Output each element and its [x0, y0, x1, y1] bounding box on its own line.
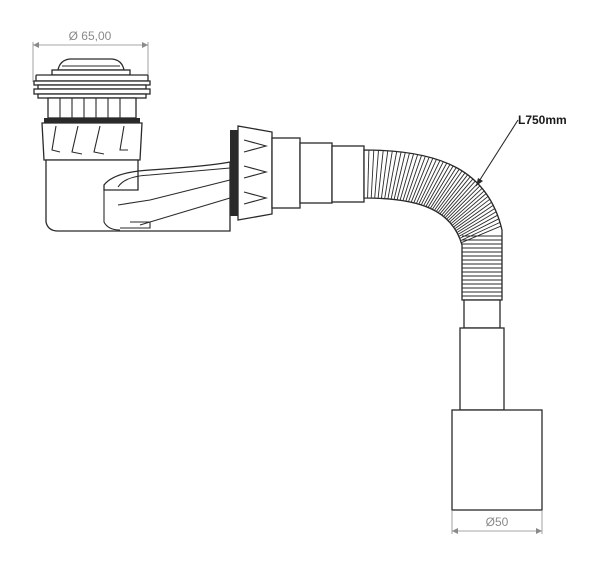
- connector-nut-ribs: [243, 139, 269, 205]
- hose-rib: [450, 193, 487, 225]
- hose-rib: [396, 152, 410, 200]
- connector-thread: [230, 130, 238, 216]
- hose-rib: [413, 157, 434, 203]
- hose-rib: [367, 149, 370, 199]
- hose-rib: [415, 159, 437, 204]
- hose-rib: [423, 162, 448, 206]
- spigot-1: [271, 137, 301, 209]
- hose-rib: [454, 201, 492, 230]
- hose-rib: [455, 204, 494, 231]
- elbow-upper-contour: [117, 167, 231, 188]
- hose-rib: [444, 183, 479, 219]
- bottom-dimension-arrow-right: [536, 528, 542, 534]
- hose-rib: [387, 151, 398, 199]
- hose-rib: [427, 165, 454, 208]
- hose-rib: [390, 151, 402, 200]
- elbow-inner-edge: [103, 190, 121, 231]
- elbow-foot: [120, 221, 151, 229]
- hose-rib: [452, 195, 489, 226]
- hose-ribs: [367, 149, 502, 297]
- hose-rib: [420, 161, 444, 206]
- flexible-hose: [363, 149, 503, 301]
- hose-rib: [408, 155, 426, 202]
- hose-outline: [363, 149, 503, 301]
- thread-lines: [59, 98, 121, 118]
- hose-rib: [399, 153, 415, 201]
- hose-rib: [460, 221, 501, 242]
- elbow-lower-contour: [139, 197, 231, 226]
- hose-rib: [458, 214, 498, 237]
- hose-rib: [439, 176, 471, 215]
- top-dimension-arrow-right: [142, 42, 148, 48]
- outlet-pipe: [451, 299, 543, 511]
- thread-body: [47, 97, 137, 119]
- length-callout: L750mm: [475, 113, 567, 187]
- pop-up-plug: [57, 58, 125, 71]
- hose-rib: [446, 185, 481, 220]
- flange-ring-3: [33, 88, 151, 95]
- hose-rib: [435, 172, 466, 212]
- waste-body: [45, 159, 231, 232]
- outlet-socket: [451, 409, 543, 511]
- hose-rib: [434, 170, 463, 211]
- hose-rib: [456, 208, 496, 233]
- hose-rib: [443, 180, 476, 217]
- hose-rib: [380, 150, 389, 199]
- hose-rib: [377, 150, 384, 199]
- plug-rim: [51, 69, 131, 76]
- nut-ribs: [51, 125, 128, 155]
- hose-rib: [431, 168, 460, 210]
- outlet-tube: [459, 327, 505, 411]
- top-dimension-arrow-left: [33, 42, 39, 48]
- hose-rib: [429, 167, 457, 209]
- hose-rib: [405, 155, 423, 202]
- flange-top: [35, 74, 149, 82]
- bottom-dimension-label: Ø50: [486, 515, 509, 529]
- hose-rib: [410, 156, 430, 203]
- hose-rib: [449, 190, 485, 223]
- hose-rib: [374, 150, 379, 199]
- callout-leader: [475, 119, 519, 187]
- top-dimension-label: Ø 65,00: [69, 29, 112, 43]
- hose-rib: [418, 160, 441, 205]
- bottom-dimension: Ø50: [451, 510, 543, 534]
- callout-label: L750mm: [518, 113, 567, 127]
- nut: [41, 122, 143, 161]
- hose-rib: [437, 174, 469, 213]
- bottom-dimension-arrow-left: [452, 528, 458, 534]
- outlet-collar: [463, 299, 501, 329]
- hose-rib: [441, 178, 474, 216]
- spigot-2: [299, 142, 333, 204]
- hose-rib: [425, 164, 451, 207]
- hose-rib: [384, 151, 393, 199]
- drain-cap: [33, 58, 151, 161]
- gasket: [44, 118, 140, 123]
- hose-rib: [402, 154, 419, 201]
- hose-rib: [447, 187, 483, 221]
- elbow-housing: [45, 159, 231, 232]
- hose-rib: [393, 152, 406, 200]
- hose-rib: [453, 198, 491, 228]
- connector-nut: [230, 125, 365, 221]
- spigot-3: [331, 145, 365, 203]
- callout-arrow: [476, 178, 483, 186]
- top-dimension: Ø 65,00: [32, 29, 149, 82]
- hose-rib: [459, 218, 500, 239]
- hose-rib: [457, 211, 497, 235]
- hose-rib: [370, 150, 375, 199]
- elbow-mid-contour: [117, 179, 231, 206]
- connector-nut-body: [237, 125, 273, 221]
